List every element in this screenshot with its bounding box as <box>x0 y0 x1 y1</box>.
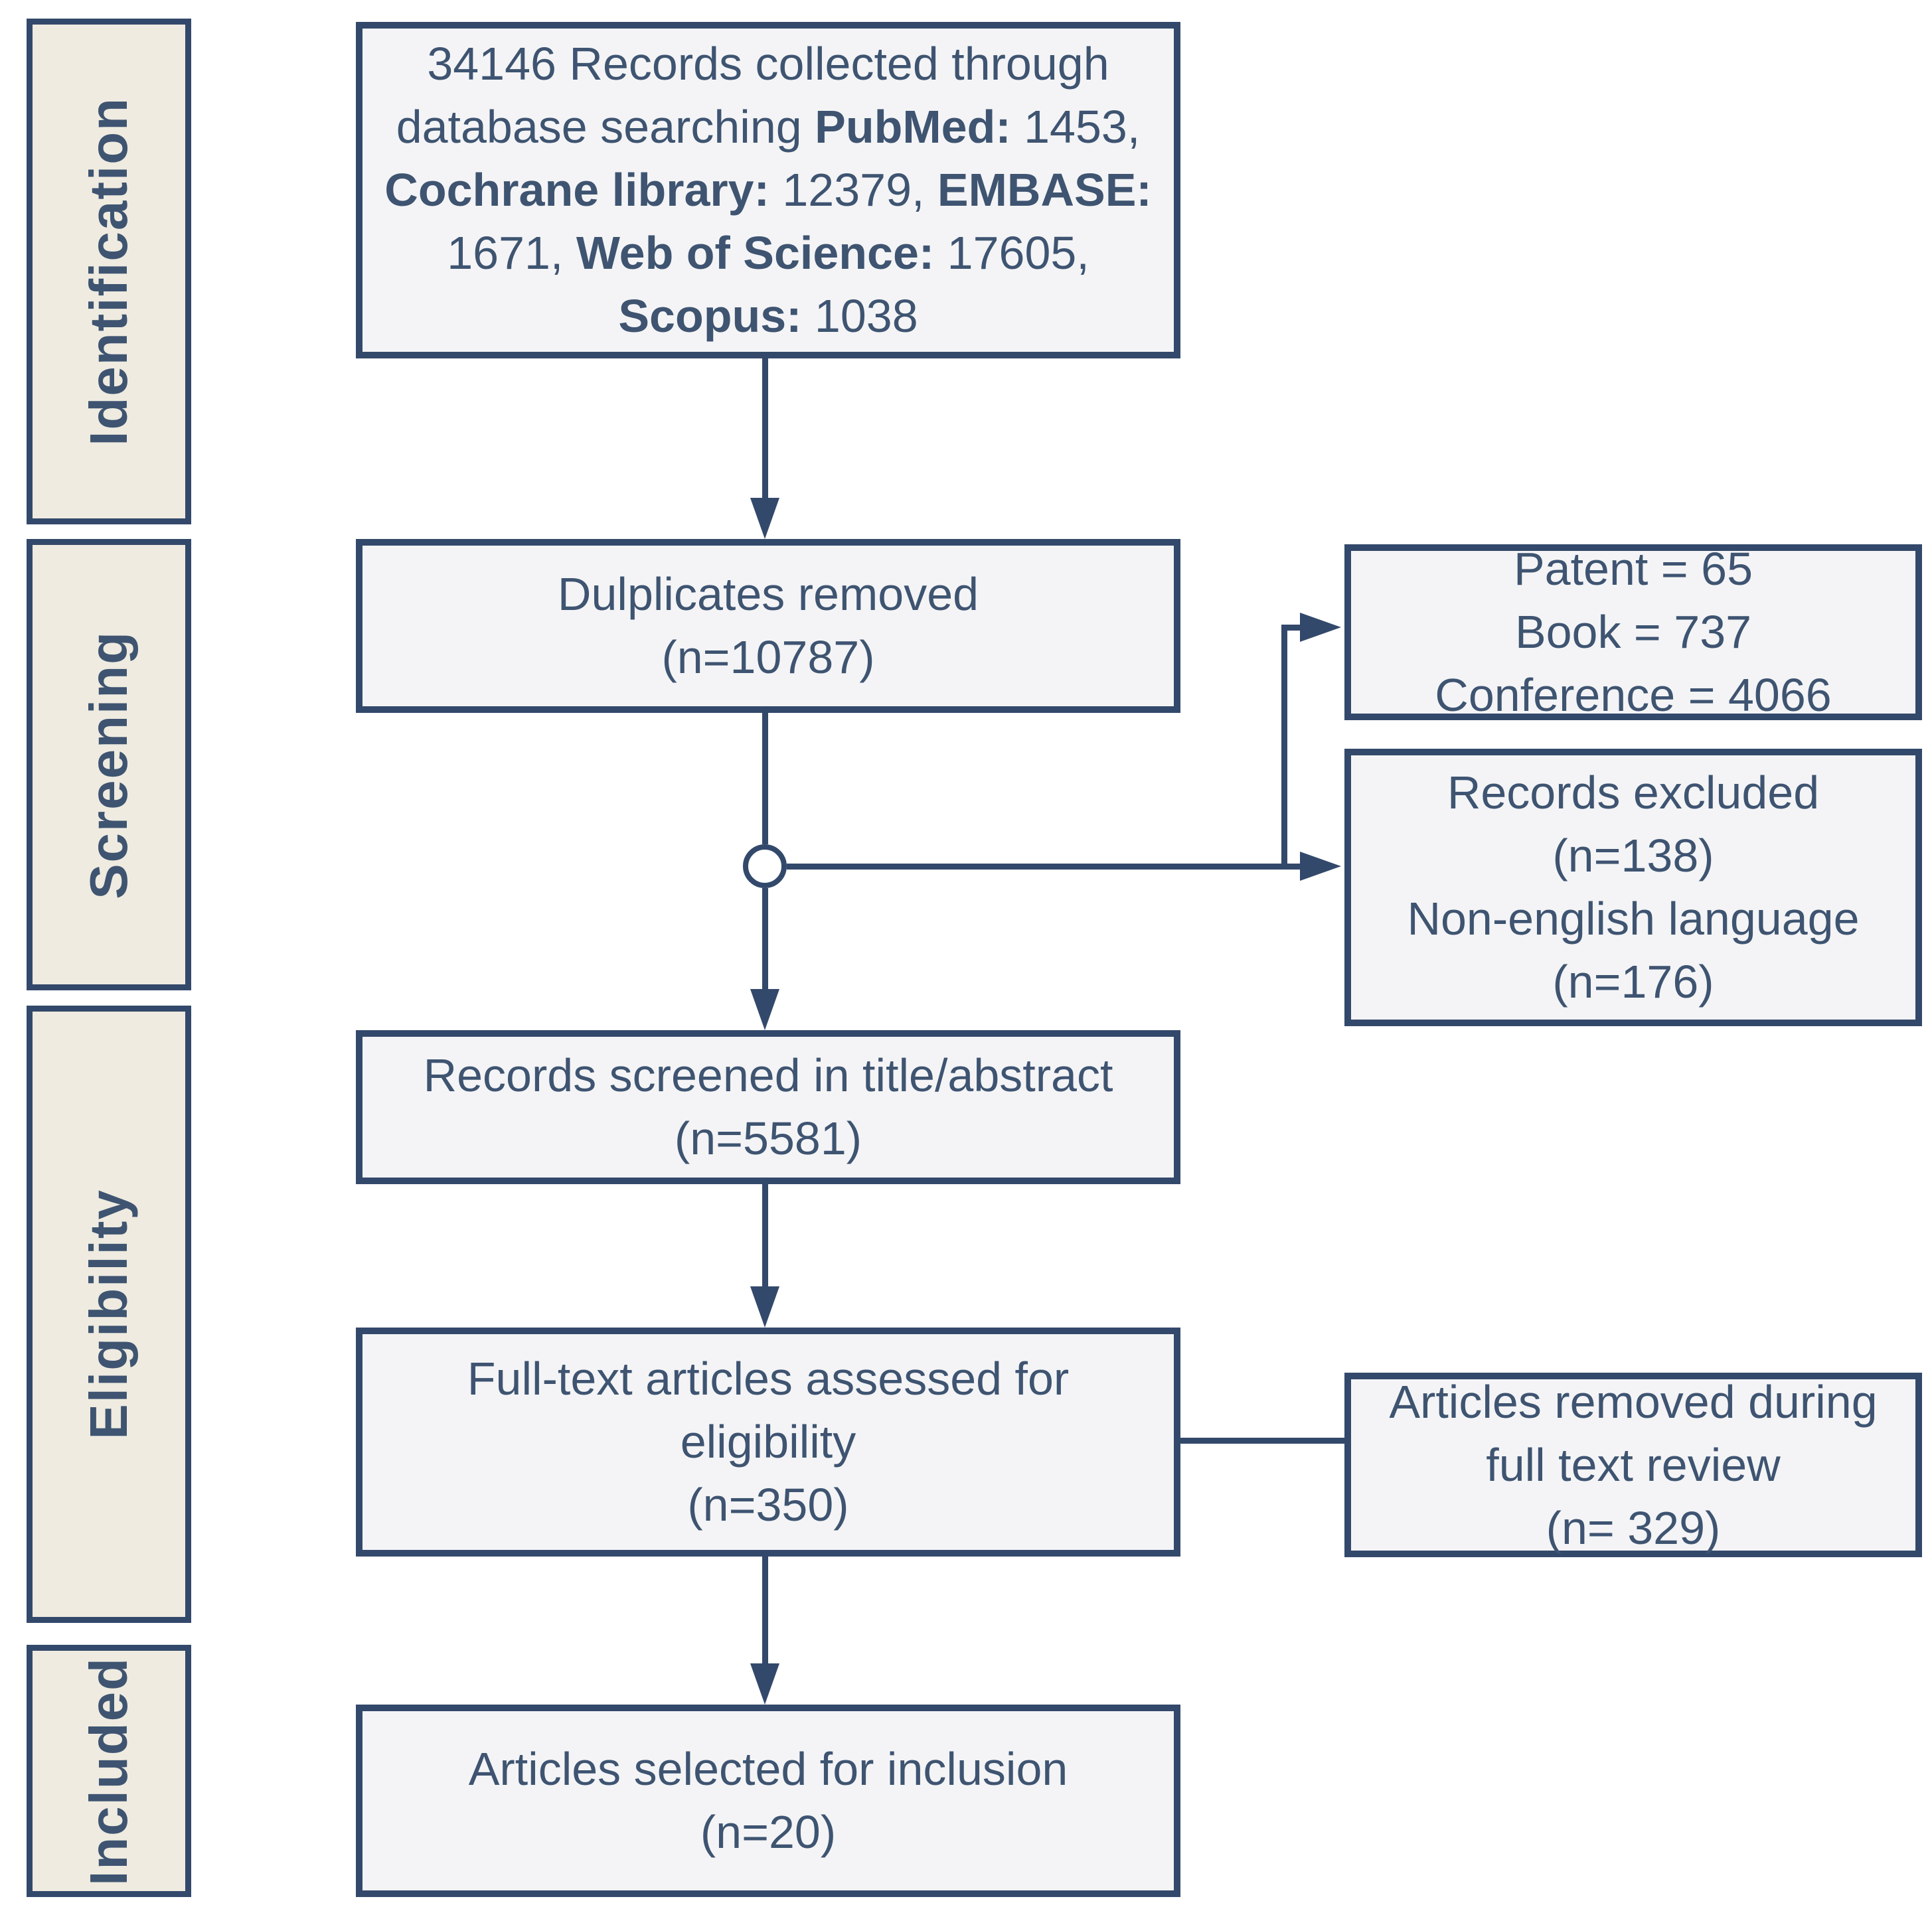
connector-branch-vertical <box>1281 625 1287 866</box>
connector-junction-to-right-branch <box>787 864 1300 870</box>
connector-collected-to-duplicates <box>762 358 768 499</box>
box-fulltext-assessed-text: Full-text articles assessed for eligibil… <box>467 1353 1070 1531</box>
connector-branch-to-patent <box>1281 625 1301 631</box>
arrowhead-into-duplicates <box>750 498 779 539</box>
arrowhead-into-patent-box <box>1300 613 1341 642</box>
connector-fulltext-to-included <box>762 1557 768 1665</box>
junction-circle <box>743 844 787 888</box>
stage-label-identification: Identification <box>27 19 191 524</box>
stage-label-screening: Screening <box>27 539 191 990</box>
box-records-screened: Records screened in title/abstract (n=55… <box>356 1030 1180 1184</box>
stage-label-screening-text: Screening <box>79 630 138 899</box>
connector-screened-to-fulltext <box>762 1184 768 1288</box>
stage-label-eligibility-text: Eligibility <box>79 1189 138 1440</box>
box-duplicates-removed: Dulplicates removed (n=10787) <box>356 539 1180 713</box>
box-records-screened-text: Records screened in title/abstract (n=55… <box>423 1049 1113 1164</box>
connector-duplicates-to-junction <box>762 710 768 844</box>
box-records-excluded: Records excluded (n=138) Non-english lan… <box>1344 749 1922 1026</box>
box-duplicates-removed-text: Dulplicates removed (n=10787) <box>557 568 979 683</box>
stage-label-identification-text: Identification <box>79 97 138 446</box>
box-fulltext-assessed: Full-text articles assessed for eligibil… <box>356 1328 1180 1557</box>
box-records-collected: 34146 Records collected through database… <box>356 22 1180 358</box>
connector-junction-to-screened <box>762 888 768 990</box>
box-articles-removed-fulltext-text: Articles removed during full text review… <box>1389 1375 1878 1554</box>
arrowhead-into-screened <box>750 989 779 1030</box>
box-articles-included-text: Articles selected for inclusion (n=20) <box>468 1743 1068 1858</box>
arrowhead-into-fulltext <box>750 1286 779 1328</box>
box-records-excluded-text: Records excluded (n=138) Non-english lan… <box>1407 767 1860 1008</box>
arrowhead-into-included <box>750 1663 779 1705</box>
stage-label-eligibility: Eligibility <box>27 1006 191 1623</box>
stage-label-included: Included <box>27 1645 191 1897</box>
box-articles-included: Articles selected for inclusion (n=20) <box>356 1705 1180 1897</box>
box-records-collected-text: 34146 Records collected through database… <box>384 38 1152 342</box>
arrowhead-into-excluded-box <box>1300 852 1341 881</box>
box-patent-book-conference: Patent = 65 Book = 737 Conference = 4066 <box>1344 543 1922 721</box>
connector-fulltext-to-removed <box>1180 1438 1344 1444</box>
box-articles-removed-fulltext: Articles removed during full text review… <box>1344 1373 1922 1557</box>
box-patent-book-conference-text: Patent = 65 Book = 737 Conference = 4066 <box>1435 543 1832 721</box>
stage-label-included-text: Included <box>79 1656 138 1886</box>
